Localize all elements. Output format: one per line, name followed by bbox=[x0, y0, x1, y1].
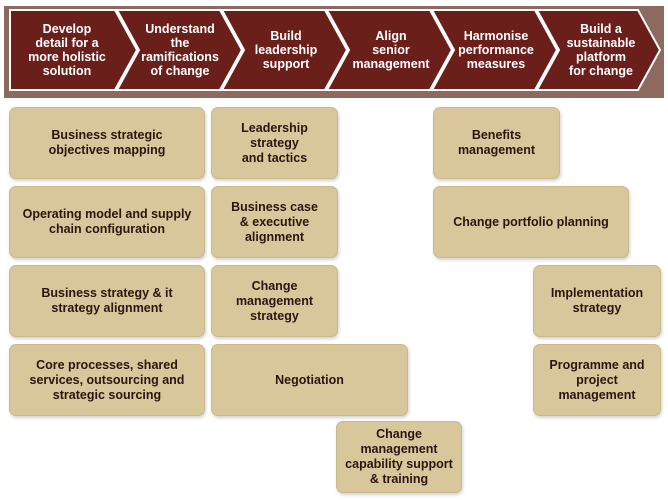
activity-business-strategic-objectives-mapping: Business strategic objectives mapping bbox=[9, 107, 205, 179]
activity-programme-project-management: Programme and project management bbox=[533, 344, 661, 416]
activity-core-processes-shared-services: Core processes, shared services, outsour… bbox=[9, 344, 205, 416]
activity-benefits-management: Benefits management bbox=[433, 107, 560, 179]
activity-change-management-capability-support: Change management capability support & t… bbox=[336, 421, 462, 493]
phase-label-understand-ramifications: Understand the ramifications of change bbox=[141, 22, 219, 78]
phase-label-harmonise-performance: Harmonise performance measures bbox=[458, 29, 534, 71]
activity-implementation-strategy: Implementation strategy bbox=[533, 265, 661, 337]
activity-operating-model-supply-chain: Operating model and supply chain configu… bbox=[9, 186, 205, 258]
chevron-4 bbox=[325, 9, 454, 91]
chevron-6 bbox=[535, 9, 662, 91]
chevron-5 bbox=[430, 9, 559, 91]
activity-negotiation: Negotiation bbox=[211, 344, 408, 416]
activity-business-it-strategy-alignment: Business strategy & it strategy alignmen… bbox=[9, 265, 205, 337]
activity-leadership-strategy-tactics: Leadership strategy and tactics bbox=[211, 107, 338, 179]
chevron-3 bbox=[220, 9, 349, 91]
chevron-2 bbox=[115, 9, 244, 91]
chevron-1 bbox=[9, 9, 139, 91]
phase-label-build-leadership: Build leadership support bbox=[254, 29, 318, 71]
activity-change-portfolio-planning: Change portfolio planning bbox=[433, 186, 629, 258]
phase-label-develop-detail: Develop detail for a more holistic solut… bbox=[28, 22, 106, 78]
phase-label-sustainable-platform: Build a sustainable platform for change bbox=[566, 22, 636, 78]
activity-business-case-executive-alignment: Business case & executive alignment bbox=[211, 186, 338, 258]
activity-change-management-strategy: Change management strategy bbox=[211, 265, 338, 337]
phase-chevron-band bbox=[4, 6, 664, 98]
phase-label-align-senior-management: Align senior management bbox=[352, 29, 430, 71]
